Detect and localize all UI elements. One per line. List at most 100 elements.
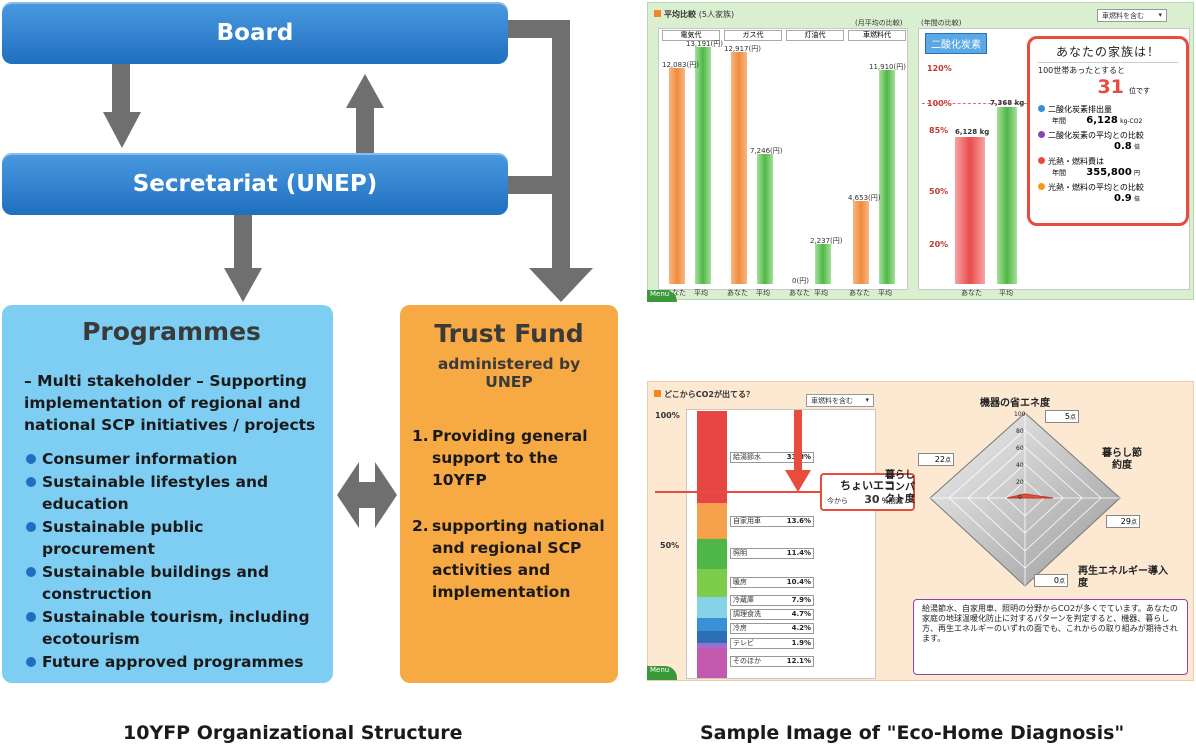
score-right: 29点 xyxy=(1106,515,1140,528)
family-info-box: あなたの家族は！ 100世帯あったとすると 31 位です 二酸化炭素排出量 年間… xyxy=(1027,36,1189,226)
category-label: 電気代 xyxy=(662,30,720,41)
board-label: Board xyxy=(216,20,294,46)
gridline-100 xyxy=(922,103,1032,104)
bullet-icon xyxy=(26,522,36,532)
category-label: 車燃料代 xyxy=(848,30,906,41)
fuel-select-bottom[interactable]: 車燃料を含む▾ xyxy=(806,394,874,407)
eco-caption: Sample Image of "Eco-Home Diagnosis" xyxy=(700,722,1125,744)
arrow-to-trust-fund xyxy=(529,268,593,302)
bar-avg-electric xyxy=(695,47,711,284)
category-label: 灯油代 xyxy=(786,30,844,41)
info-heading: あなたの家族は！ xyxy=(1055,45,1160,59)
segment-heating xyxy=(697,569,727,597)
score-top: 5点 xyxy=(1045,410,1079,423)
radar-axis-label: 機器の省エネ度 xyxy=(980,398,1050,409)
bar-you-co2 xyxy=(955,137,985,284)
radar-chart xyxy=(929,412,1121,587)
double-arrow-icon xyxy=(337,462,397,528)
connector-secretariat-right xyxy=(508,176,570,194)
segment-lighting xyxy=(697,539,727,569)
bar-you-electric xyxy=(669,68,685,284)
diagnosis-comment: 給湯節水、自家用車、照明の分野からCO2が多くでています。あなたの家庭の地球温暖… xyxy=(913,599,1188,675)
list-item: Sustainable public procurement xyxy=(24,516,319,560)
co2-source-title: どこからCO2が出てる？ xyxy=(654,389,754,400)
bullet-icon xyxy=(26,612,36,622)
bullet-icon xyxy=(26,454,36,464)
bullet-icon xyxy=(26,567,36,577)
x-label: あなた xyxy=(665,289,686,297)
bar-you-car-fuel xyxy=(853,201,869,284)
radar-tick: 100 xyxy=(1014,411,1026,418)
data-label: 4,653(円) xyxy=(848,194,881,202)
x-label: 平均 xyxy=(878,289,892,297)
bullet-icon xyxy=(26,657,36,667)
radar-axis-label: 再生エネルギー導入度 xyxy=(1078,566,1168,589)
segment-fridge xyxy=(697,597,727,618)
programmes-list: Consumer information Sustainable lifesty… xyxy=(24,448,319,673)
score-bottom: 0点 xyxy=(1034,574,1068,587)
data-label: 0(円) xyxy=(792,277,809,285)
bar-avg-gas xyxy=(757,154,773,284)
secretariat-box: Secretariat (UNEP) xyxy=(2,153,508,215)
radar-tick: 80 xyxy=(1016,428,1024,435)
dot-icon xyxy=(1038,131,1045,138)
bar-avg-co2 xyxy=(997,107,1017,284)
segment-cooking xyxy=(697,618,727,631)
co2-tab[interactable]: 二酸化炭素 xyxy=(925,33,987,54)
connector-right-vertical xyxy=(552,20,570,270)
segment-tv xyxy=(697,643,727,648)
x-label: あなた xyxy=(849,289,870,297)
info-row: 光熱・燃料の平均との比較 0.9 倍 xyxy=(1038,182,1178,204)
square-icon xyxy=(654,10,661,17)
monthly-note: (月平均の比較) xyxy=(855,19,903,27)
data-label: 11,910(円) xyxy=(869,63,906,71)
info-row: 二酸化炭素の平均との比較 0.8 倍 xyxy=(1038,130,1178,152)
eco-callout: ちょいエコ 今から 30 ％削減 xyxy=(820,473,915,511)
menu-tab-bottom[interactable]: Menu xyxy=(647,666,677,680)
x-label: あなた xyxy=(727,289,748,297)
pct-tick: 85% xyxy=(929,126,949,135)
list-item: Consumer information xyxy=(24,448,319,470)
programmes-intro: – Multi stakeholder – Supporting impleme… xyxy=(24,372,316,434)
segment-car xyxy=(697,503,727,539)
org-caption: 10YFP Organizational Structure xyxy=(123,722,463,744)
radar-tick: 60 xyxy=(1016,445,1024,452)
list-item: Sustainable tourism, including ecotouris… xyxy=(24,606,319,650)
list-item: Sustainable buildings and construction xyxy=(24,561,319,605)
annual-note: (年間の比較) xyxy=(921,19,962,27)
connector-secretariat-up xyxy=(356,106,374,153)
x-label: あなた xyxy=(789,289,810,297)
radar-axis-label: 暮らし節約度 xyxy=(1102,448,1142,471)
x-label: 平均 xyxy=(756,289,770,297)
bar-avg-kerosene xyxy=(815,244,831,284)
board-box: Board xyxy=(2,2,508,64)
arrow-secretariat-to-board xyxy=(346,74,384,108)
dot-icon xyxy=(1038,105,1045,112)
segment-other xyxy=(697,648,727,678)
menu-tab[interactable]: Menu xyxy=(647,290,677,302)
list-item: Future approved programmes xyxy=(24,651,319,673)
pct-tick: 20% xyxy=(929,240,949,249)
chevron-down-icon: ▾ xyxy=(865,396,869,404)
segment-hot-water xyxy=(697,411,727,503)
programmes-title: Programmes xyxy=(82,317,261,346)
arrow-secretariat-to-programmes xyxy=(224,268,262,302)
fuel-select[interactable]: 車燃料を含む▾ xyxy=(1097,9,1167,22)
radar-tick: 20 xyxy=(1016,479,1024,486)
pct-tick: 50% xyxy=(929,187,949,196)
rank-text: 100世帯あったとすると xyxy=(1038,66,1126,75)
data-label: 7,246(円) xyxy=(750,147,783,155)
down-arrow-icon xyxy=(785,410,811,492)
rank-line: 31 位です xyxy=(1097,76,1150,98)
data-label: 12,083(円) xyxy=(662,61,699,69)
bar-you-gas xyxy=(731,52,747,284)
comparison-title: 平均比較 (5人家族) xyxy=(654,9,734,20)
arrow-board-to-secretariat xyxy=(103,112,141,148)
radar-tick: 0 xyxy=(1018,494,1022,501)
